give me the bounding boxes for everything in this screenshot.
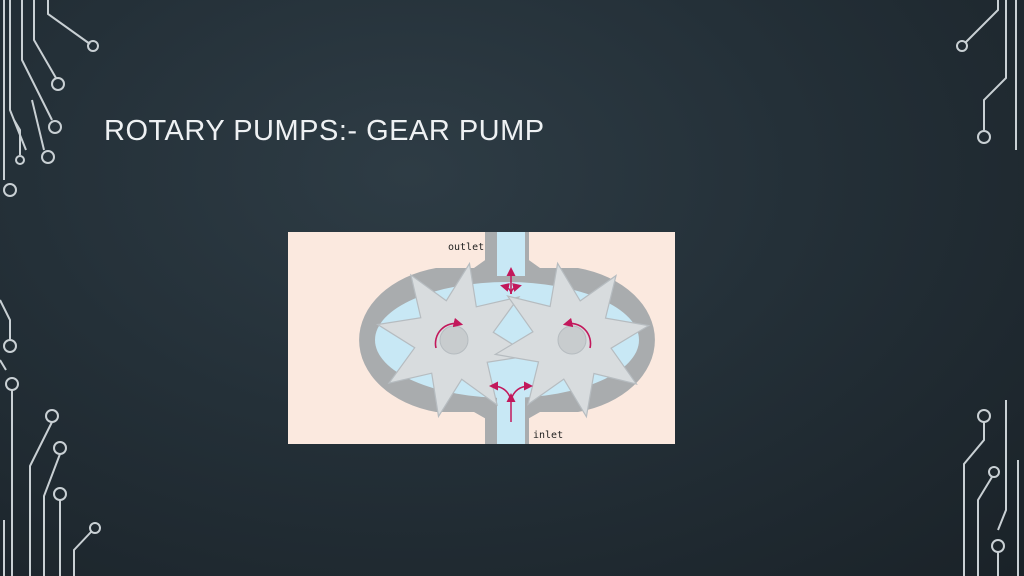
right-gear (493, 261, 651, 419)
flow-arrows (489, 267, 533, 422)
left-gear (375, 261, 533, 419)
circuit-decoration-bottom-right (963, 400, 1019, 576)
gear-pump-diagram: outlet inlet (288, 232, 675, 444)
left-gear-rotation-arrow (434, 317, 464, 349)
right-gear-rotation-arrow (562, 317, 592, 349)
circuit-decoration-bottom-left (0, 299, 101, 576)
circuit-decoration-top-left (3, 0, 99, 197)
circuit-decoration-top-right (956, 0, 1017, 150)
outlet-label: outlet (448, 242, 484, 253)
slide-title: ROTARY PUMPS:- GEAR PUMP (104, 115, 545, 148)
inlet-label: inlet (533, 430, 563, 441)
